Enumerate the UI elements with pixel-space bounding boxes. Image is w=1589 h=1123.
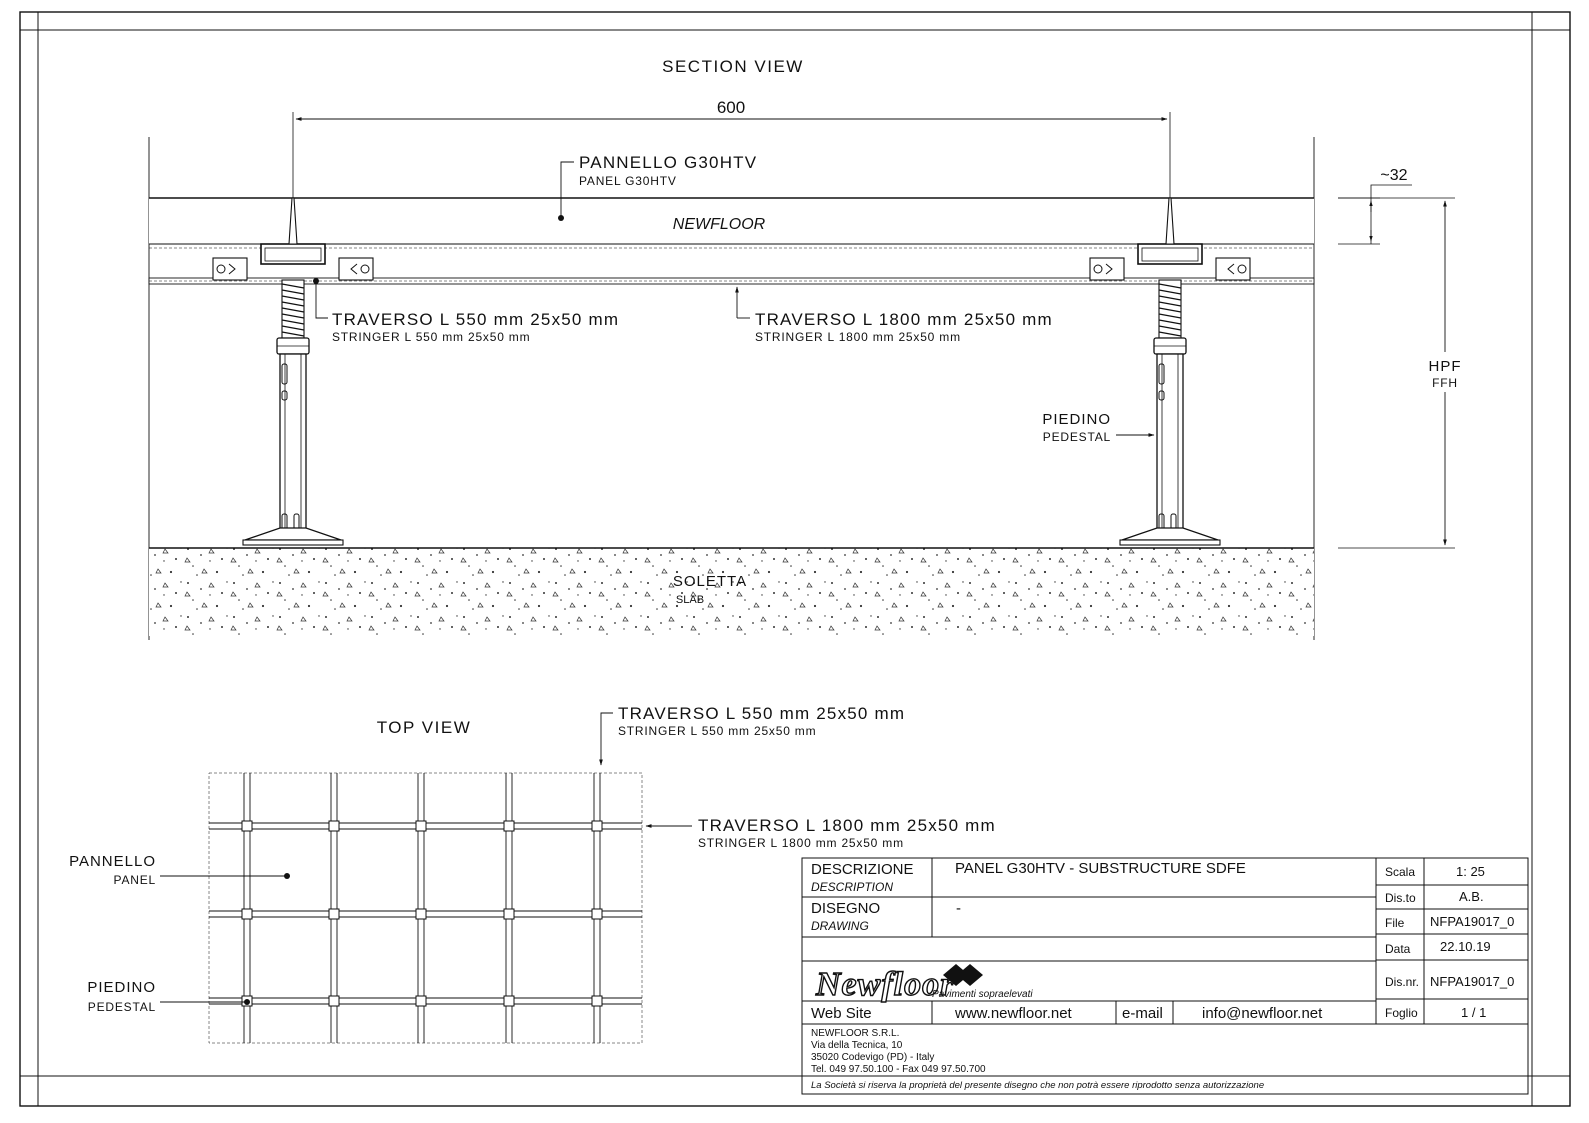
drawing-value: - — [956, 900, 961, 917]
field-value-foglio: 1 / 1 — [1461, 1005, 1487, 1020]
email-link[interactable]: info@newfloor.net — [1202, 1005, 1323, 1022]
field-value-data: 22.10.19 — [1440, 939, 1491, 954]
company-name: NEWFLOOR S.R.L. — [811, 1028, 900, 1039]
top-stringer-short: TRAVERSO L 550 mm 25x50 mm — [618, 704, 905, 723]
section-stringer-short: TRAVERSO L 550 mm 25x50 mm — [332, 310, 619, 329]
panel-section — [149, 198, 1314, 244]
company-city: 35020 Codevigo (PD) - Italy — [811, 1052, 935, 1063]
section-stringer-short-en: STRINGER L 550 mm 25x50 mm — [332, 330, 530, 344]
company-phone: Tel. 049 97.50.100 - Fax 049 97.50.700 — [811, 1064, 986, 1075]
field-value-disnr: NFPA19017_0 — [1430, 974, 1515, 989]
company-street: Via della Tecnica, 10 — [811, 1040, 903, 1051]
section-pedestal-label: PIEDINO — [1042, 411, 1111, 428]
disclaimer: La Società si riserva la proprietà del p… — [811, 1080, 1265, 1091]
top-panel-label: PANNELLO — [69, 853, 156, 870]
field-label-scala: Scala — [1385, 865, 1416, 879]
field-label-disnr: Dis.nr. — [1385, 975, 1420, 989]
top-stringer-long: TRAVERSO L 1800 mm 25x50 mm — [698, 816, 996, 835]
dimension-thickness: ~32 — [1380, 167, 1407, 184]
height-label: HPF — [1429, 358, 1462, 375]
section-pedestal-label-en: PEDESTAL — [1043, 430, 1111, 444]
email-label: e-mail — [1122, 1005, 1163, 1022]
dimension-600-text: 600 — [717, 98, 745, 117]
slab-label-en: SLAB — [676, 594, 704, 606]
newfloor-logo: Newfloor Pavimenti sopraelevati — [814, 964, 1033, 1004]
top-stringer-long-en: STRINGER L 1800 mm 25x50 mm — [698, 836, 904, 850]
outer-border — [19, 11, 1571, 1107]
field-label-foglio: Foglio — [1385, 1006, 1418, 1020]
svg-text:Newfloor: Newfloor — [815, 966, 954, 1003]
panel-brand-text: NEWFLOOR — [673, 216, 766, 233]
website-link[interactable]: www.newfloor.net — [955, 1005, 1072, 1022]
field-value-disto: A.B. — [1459, 889, 1484, 904]
field-label-file: File — [1385, 916, 1405, 930]
description-label: DESCRIZIONE — [811, 861, 914, 878]
description-label-en: DESCRIPTION — [811, 880, 894, 894]
top-stringer-short-en: STRINGER L 550 mm 25x50 mm — [618, 724, 816, 738]
top-pedestal-label-en: PEDESTAL — [88, 1000, 156, 1014]
section-stringer-long: TRAVERSO L 1800 mm 25x50 mm — [755, 310, 1053, 329]
height-label-en: FFH — [1432, 376, 1458, 390]
description-value: PANEL G30HTV - SUBSTRUCTURE SDFE — [955, 860, 1246, 877]
top-view-title: TOP VIEW — [377, 718, 472, 737]
title-block-frame — [801, 857, 1529, 1095]
inner-border — [37, 29, 1533, 1077]
slab — [149, 548, 1314, 636]
panel-label: PANNELLO G30HTV — [579, 153, 757, 172]
drawing-label: DISEGNO — [811, 900, 881, 917]
drawing-label-en: DRAWING — [811, 919, 869, 933]
logo-diamond-icon — [943, 964, 983, 986]
pedestal-left — [212, 197, 374, 546]
field-label-disto: Dis.to — [1385, 891, 1416, 905]
top-pedestal-label: PIEDINO — [87, 979, 156, 996]
top-panel-label-en: PANEL — [114, 873, 156, 887]
field-value-file: NFPA19017_0 — [1430, 914, 1515, 929]
section-view-title: SECTION VIEW — [662, 57, 804, 76]
panel-label-en: PANEL G30HTV — [579, 174, 677, 188]
field-value-scala: 1: 25 — [1456, 864, 1485, 879]
top-view-grid — [208, 772, 643, 1044]
svg-text:Pavimenti sopraelevati: Pavimenti sopraelevati — [932, 989, 1033, 1000]
pedestal-right — [1089, 197, 1251, 546]
section-stringer-long-en: STRINGER L 1800 mm 25x50 mm — [755, 330, 961, 344]
website-label: Web Site — [811, 1005, 872, 1022]
slab-label: SOLETTA — [673, 573, 747, 590]
field-label-data: Data — [1385, 942, 1411, 956]
